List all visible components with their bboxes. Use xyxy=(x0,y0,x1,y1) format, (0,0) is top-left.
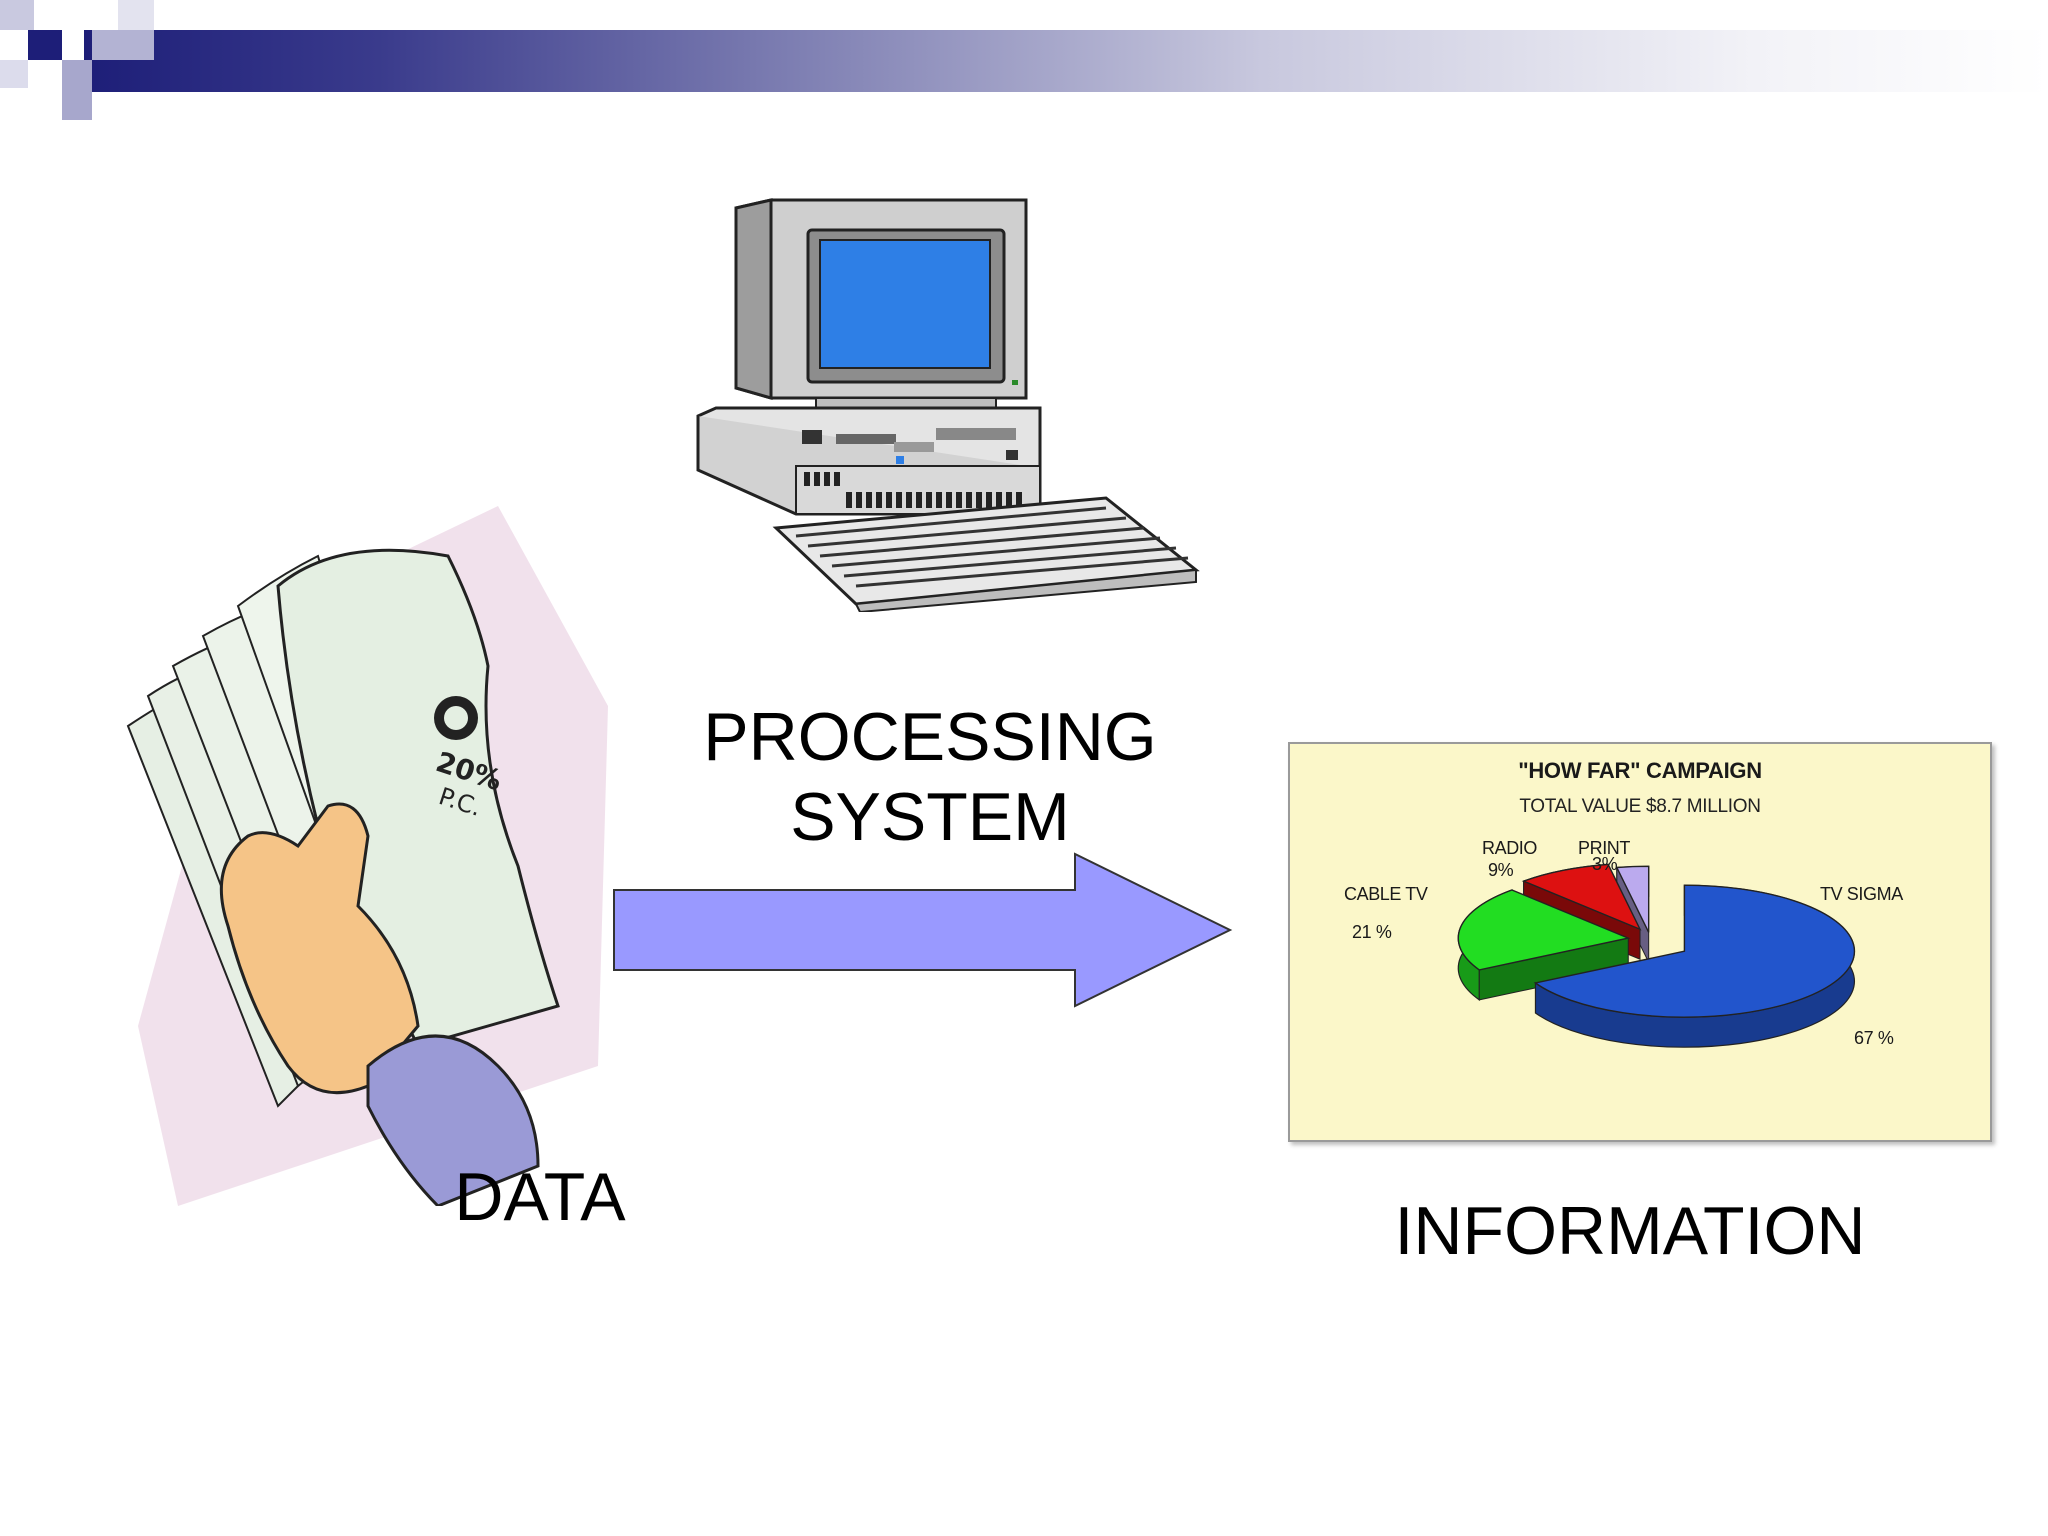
pie-slice-radio xyxy=(1521,863,1642,931)
banner-square xyxy=(0,60,28,88)
papers-in-hand-icon: 20% P.C. xyxy=(126,506,608,1206)
banner-square xyxy=(0,0,34,30)
chart-title: "HOW FAR" CAMPAIGN xyxy=(1518,758,1762,783)
slice-label-print: PRINT xyxy=(1578,838,1631,858)
banner-square xyxy=(92,30,154,60)
slice-percent-tv-sigma: 67 % xyxy=(1854,1028,1894,1048)
slice-label-radio: RADIO xyxy=(1482,838,1538,858)
chart-subtitle: TOTAL VALUE $8.7 MILLION xyxy=(1519,796,1761,817)
pie-slice-tv-sigma xyxy=(1533,884,1856,1018)
slice-percent-radio: 9% xyxy=(1488,860,1514,880)
desktop-computer-icon xyxy=(696,198,1200,612)
data-label: DATA xyxy=(454,1159,626,1235)
processing-label-line1: PROCESSING xyxy=(703,699,1157,775)
information-label: INFORMATION xyxy=(1394,1193,1866,1269)
pie-chart xyxy=(1457,863,1856,1048)
banner-square xyxy=(62,60,92,120)
pie-slice-cable-tv xyxy=(1457,889,1631,971)
slice-percent-cable-tv: 21 % xyxy=(1352,922,1392,942)
slice-label-tv-sigma: TV SIGMA xyxy=(1820,884,1903,904)
slice-label-cable-tv: CABLE TV xyxy=(1344,884,1428,904)
processing-label-line2: SYSTEM xyxy=(790,779,1070,855)
title-banner xyxy=(0,0,2048,130)
right-arrow xyxy=(613,852,1233,1008)
pie-chart-panel: "HOW FAR" CAMPAIGN TOTAL VALUE $8.7 MILL… xyxy=(1288,742,1992,1142)
banner-square xyxy=(28,30,62,60)
banner-square xyxy=(118,0,154,30)
pie-slice-print xyxy=(1615,865,1650,933)
slice-percent-print: 3% xyxy=(1592,854,1618,874)
banner-gradient-bar xyxy=(84,30,2048,92)
